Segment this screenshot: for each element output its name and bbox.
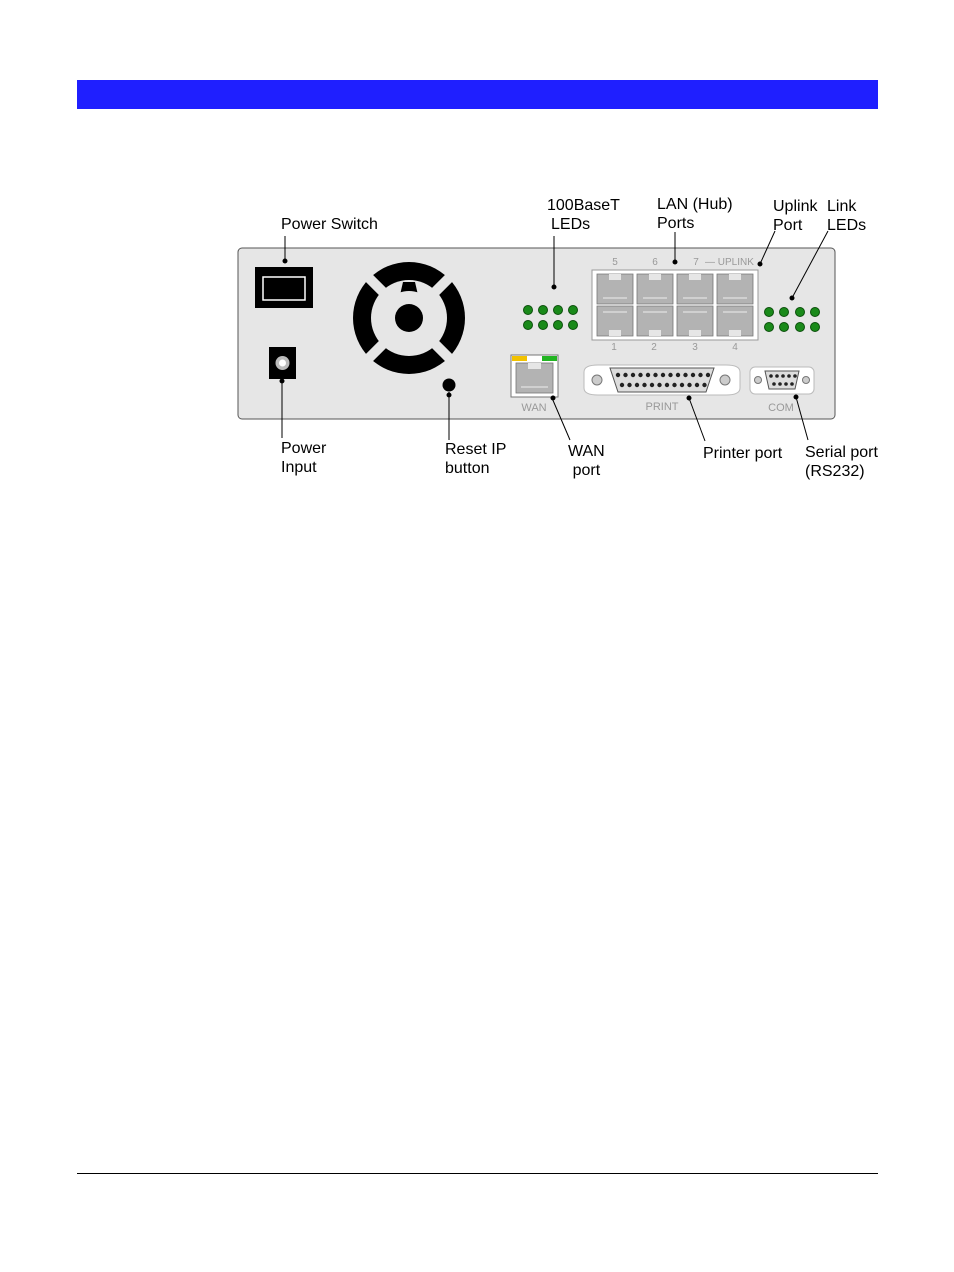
label-serial-port-line2: (RS232) [805,463,865,480]
label-reset-ip-button-line2: button [445,460,490,477]
label-lan-hub-ports-line2: Ports [657,215,695,232]
label-wan-port: WAN port [568,442,605,480]
label-lan-hub-ports: LAN (Hub) Ports [657,195,733,233]
link-leds [764,307,820,332]
callout-leaders [279,230,829,442]
label-uplink-port-line2: Port [773,217,803,234]
printer-port [583,364,741,396]
port-label-2: 2 [651,342,657,353]
label-serial-port-line1: Serial port [805,444,878,461]
label-reset-ip-button: Reset IP button [445,440,506,478]
reset-ip-button [442,378,456,392]
wan-port [510,354,559,398]
port-label-4: 4 [732,342,738,353]
label-link-leds-line2: LEDs [827,217,867,234]
power-switch [255,267,313,308]
port-label-3: 3 [692,342,698,353]
label-reset-ip-button-line1: Reset IP [445,441,507,458]
com-panel-label: COM [768,402,794,414]
label-100baset-leds-line1: 100BaseT [547,197,620,214]
leds-100baset [523,305,578,330]
wan-panel-label: WAN [521,402,546,414]
power-input-jack [269,347,296,379]
port-label-7: 7 [693,257,699,268]
footer-rule [77,1173,878,1174]
fan-icon [353,262,465,374]
label-power-switch: Power Switch [281,216,378,233]
label-lan-hub-ports-line1: LAN (Hub) [657,196,733,213]
print-panel-label: PRINT [646,401,679,413]
port-label-6: 6 [652,257,658,268]
header-bar [77,80,878,109]
label-100baset-leds-line2: LEDs [551,216,591,233]
label-100baset-leds: 100BaseT LEDs [547,196,620,234]
label-power-input: Power Input [281,439,326,477]
lan-hub-ports [591,269,759,341]
label-wan-port-line2: port [572,462,601,479]
label-link-leds: Link LEDs [827,197,866,235]
label-uplink-port: Uplink Port [773,197,817,235]
label-serial-port: Serial port (RS232) [805,443,878,481]
label-power-input-line1: Power [281,440,327,457]
serial-port [749,366,815,395]
uplink-panel-label: — UPLINK [705,257,754,268]
label-wan-port-line1: WAN [568,443,605,460]
label-power-input-line2: Input [281,459,317,476]
label-uplink-port-line1: Uplink [773,198,818,215]
label-printer-port: Printer port [703,445,783,462]
port-label-1: 1 [611,342,617,353]
label-link-leds-line1: Link [827,198,857,215]
port-label-5: 5 [612,257,618,268]
